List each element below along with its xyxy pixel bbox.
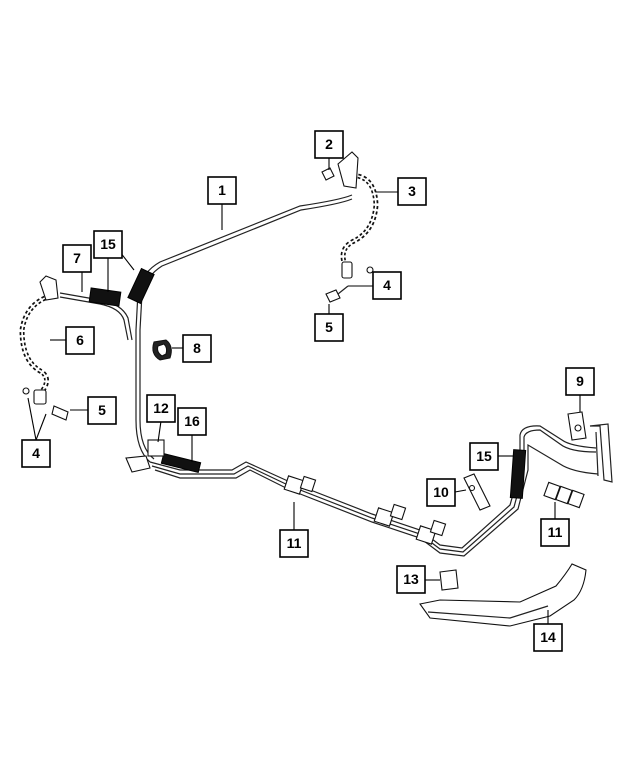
svg-text:2: 2 [325, 136, 333, 152]
right-hose-bracket [337, 151, 359, 189]
callout-9: 9 [565, 367, 595, 396]
junction-block-12 [125, 439, 165, 473]
left-hose-fitting [33, 389, 47, 405]
clip-13 [439, 569, 459, 591]
svg-text:10: 10 [433, 484, 449, 500]
callout-6: 6 [65, 326, 95, 355]
callout-13: 13 [396, 565, 426, 594]
bolt-5-right [325, 289, 341, 303]
left-hose-bracket [39, 275, 59, 301]
callout-12: 12 [146, 394, 176, 423]
callout-11-right: 11 [540, 518, 570, 547]
callout-15-rear: 15 [469, 442, 499, 471]
tube-sleeves [88, 267, 527, 499]
sleeve-left [88, 287, 122, 307]
svg-text:7: 7 [73, 250, 81, 266]
callout-10: 10 [426, 478, 456, 507]
frame-bracket-left [125, 455, 151, 473]
svg-text:15: 15 [476, 448, 492, 464]
grommet-8 [152, 339, 172, 361]
svg-text:4: 4 [383, 277, 391, 293]
svg-text:5: 5 [98, 402, 106, 418]
bolt-5-left [51, 405, 69, 421]
svg-text:5: 5 [325, 319, 333, 335]
svg-text:11: 11 [548, 524, 563, 540]
heat-shield-14 [419, 563, 587, 627]
svg-text:4: 4 [32, 445, 40, 461]
callout-11-left: 11 [279, 529, 309, 558]
svg-text:14: 14 [540, 629, 556, 645]
right-hose-fitting [341, 261, 353, 279]
brake-tube-assembly [59, 194, 613, 557]
washer-left [22, 387, 30, 395]
svg-text:8: 8 [193, 340, 201, 356]
sleeve-rear [509, 449, 527, 499]
callout-7: 7 [62, 244, 92, 273]
svg-text:15: 15 [100, 236, 116, 252]
callout-5-left: 5 [87, 396, 117, 425]
clip-10 [463, 473, 491, 511]
left-brake-hose [19, 275, 69, 421]
svg-text:1: 1 [218, 182, 226, 198]
bracket-9 [567, 411, 587, 441]
svg-text:11: 11 [287, 535, 302, 551]
bolt-2 [321, 167, 335, 181]
callout-5-right: 5 [314, 313, 344, 342]
svg-text:9: 9 [576, 373, 584, 389]
callout-2: 2 [314, 130, 344, 159]
callout-8: 8 [182, 334, 212, 363]
svg-text:6: 6 [76, 332, 84, 348]
callout-4-right: 4 [372, 271, 402, 300]
svg-text:12: 12 [153, 400, 169, 416]
leader-lines [27, 158, 581, 624]
right-brake-hose [321, 151, 379, 303]
callout-3: 3 [397, 177, 427, 206]
callout-15-upper: 15 [93, 230, 123, 259]
callout-1: 1 [207, 176, 237, 205]
callout-14: 14 [533, 623, 563, 652]
tube-clips-11 [283, 475, 585, 545]
callout-16: 16 [177, 407, 207, 436]
callout-4-left: 4 [21, 439, 51, 468]
svg-text:3: 3 [408, 183, 416, 199]
svg-text:16: 16 [184, 413, 200, 429]
svg-text:13: 13 [403, 571, 419, 587]
sleeve-upper [127, 267, 155, 305]
sleeve-lower [160, 452, 202, 474]
washer-right [366, 266, 374, 274]
